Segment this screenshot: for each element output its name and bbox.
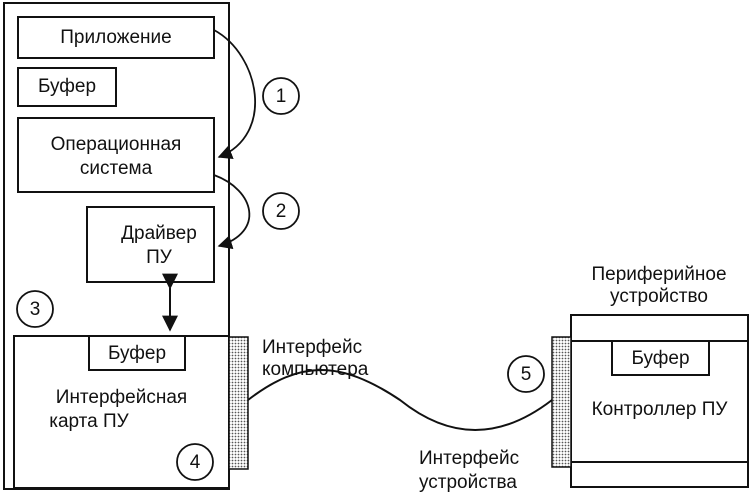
buffer-top-label: Буфер — [37, 76, 97, 97]
step-circle-1 — [262, 77, 300, 115]
buffer-device-box — [611, 340, 710, 376]
arrow-os-to-driver — [213, 174, 251, 250]
device-interface-connector — [551, 336, 572, 468]
device-interface-label-line2: устройства — [419, 472, 517, 493]
step-number-5: 5 — [520, 364, 532, 385]
os-label-line2: система — [79, 158, 153, 179]
peripheral-label-line1: Периферийное — [591, 264, 727, 285]
interface-card-label-line1: Интерфейсная — [55, 387, 188, 408]
arrow-app-to-os — [213, 29, 256, 159]
buffer-device-label: Буфер — [631, 348, 690, 369]
computer-interface-connector — [228, 336, 249, 470]
driver-label-line2: ПУ — [146, 247, 172, 268]
driver-label-line1: Драйвер — [121, 223, 197, 244]
buffer-card-box — [88, 335, 186, 371]
computer-interface-label-line2: компьютера — [262, 359, 369, 380]
step-number-4: 4 — [189, 452, 201, 473]
step-number-1: 1 — [275, 86, 287, 107]
driver-box — [86, 206, 215, 283]
interface-card-label-line2: карта ПУ — [49, 411, 129, 432]
application-box — [17, 16, 215, 59]
peripheral-label-line2: устройство — [610, 286, 708, 307]
step-number-2: 2 — [275, 201, 287, 222]
interface-cable — [247, 369, 553, 431]
step-circle-2 — [262, 192, 300, 230]
buffer-top-box — [17, 67, 117, 107]
step-number-3: 3 — [29, 299, 41, 320]
step-circle-5 — [507, 355, 545, 393]
application-label: Приложение — [60, 27, 172, 48]
computer-interface-label-line1: Интерфейс — [262, 337, 363, 358]
device-interface-label-line1: Интерфейс — [419, 448, 520, 469]
controller-label: Контроллер ПУ — [591, 399, 728, 420]
os-box — [17, 117, 215, 193]
step-circle-4 — [176, 443, 214, 481]
os-label-line1: Операционная — [50, 134, 182, 155]
step-circle-3 — [16, 290, 54, 328]
buffer-card-label: Буфер — [107, 343, 167, 364]
